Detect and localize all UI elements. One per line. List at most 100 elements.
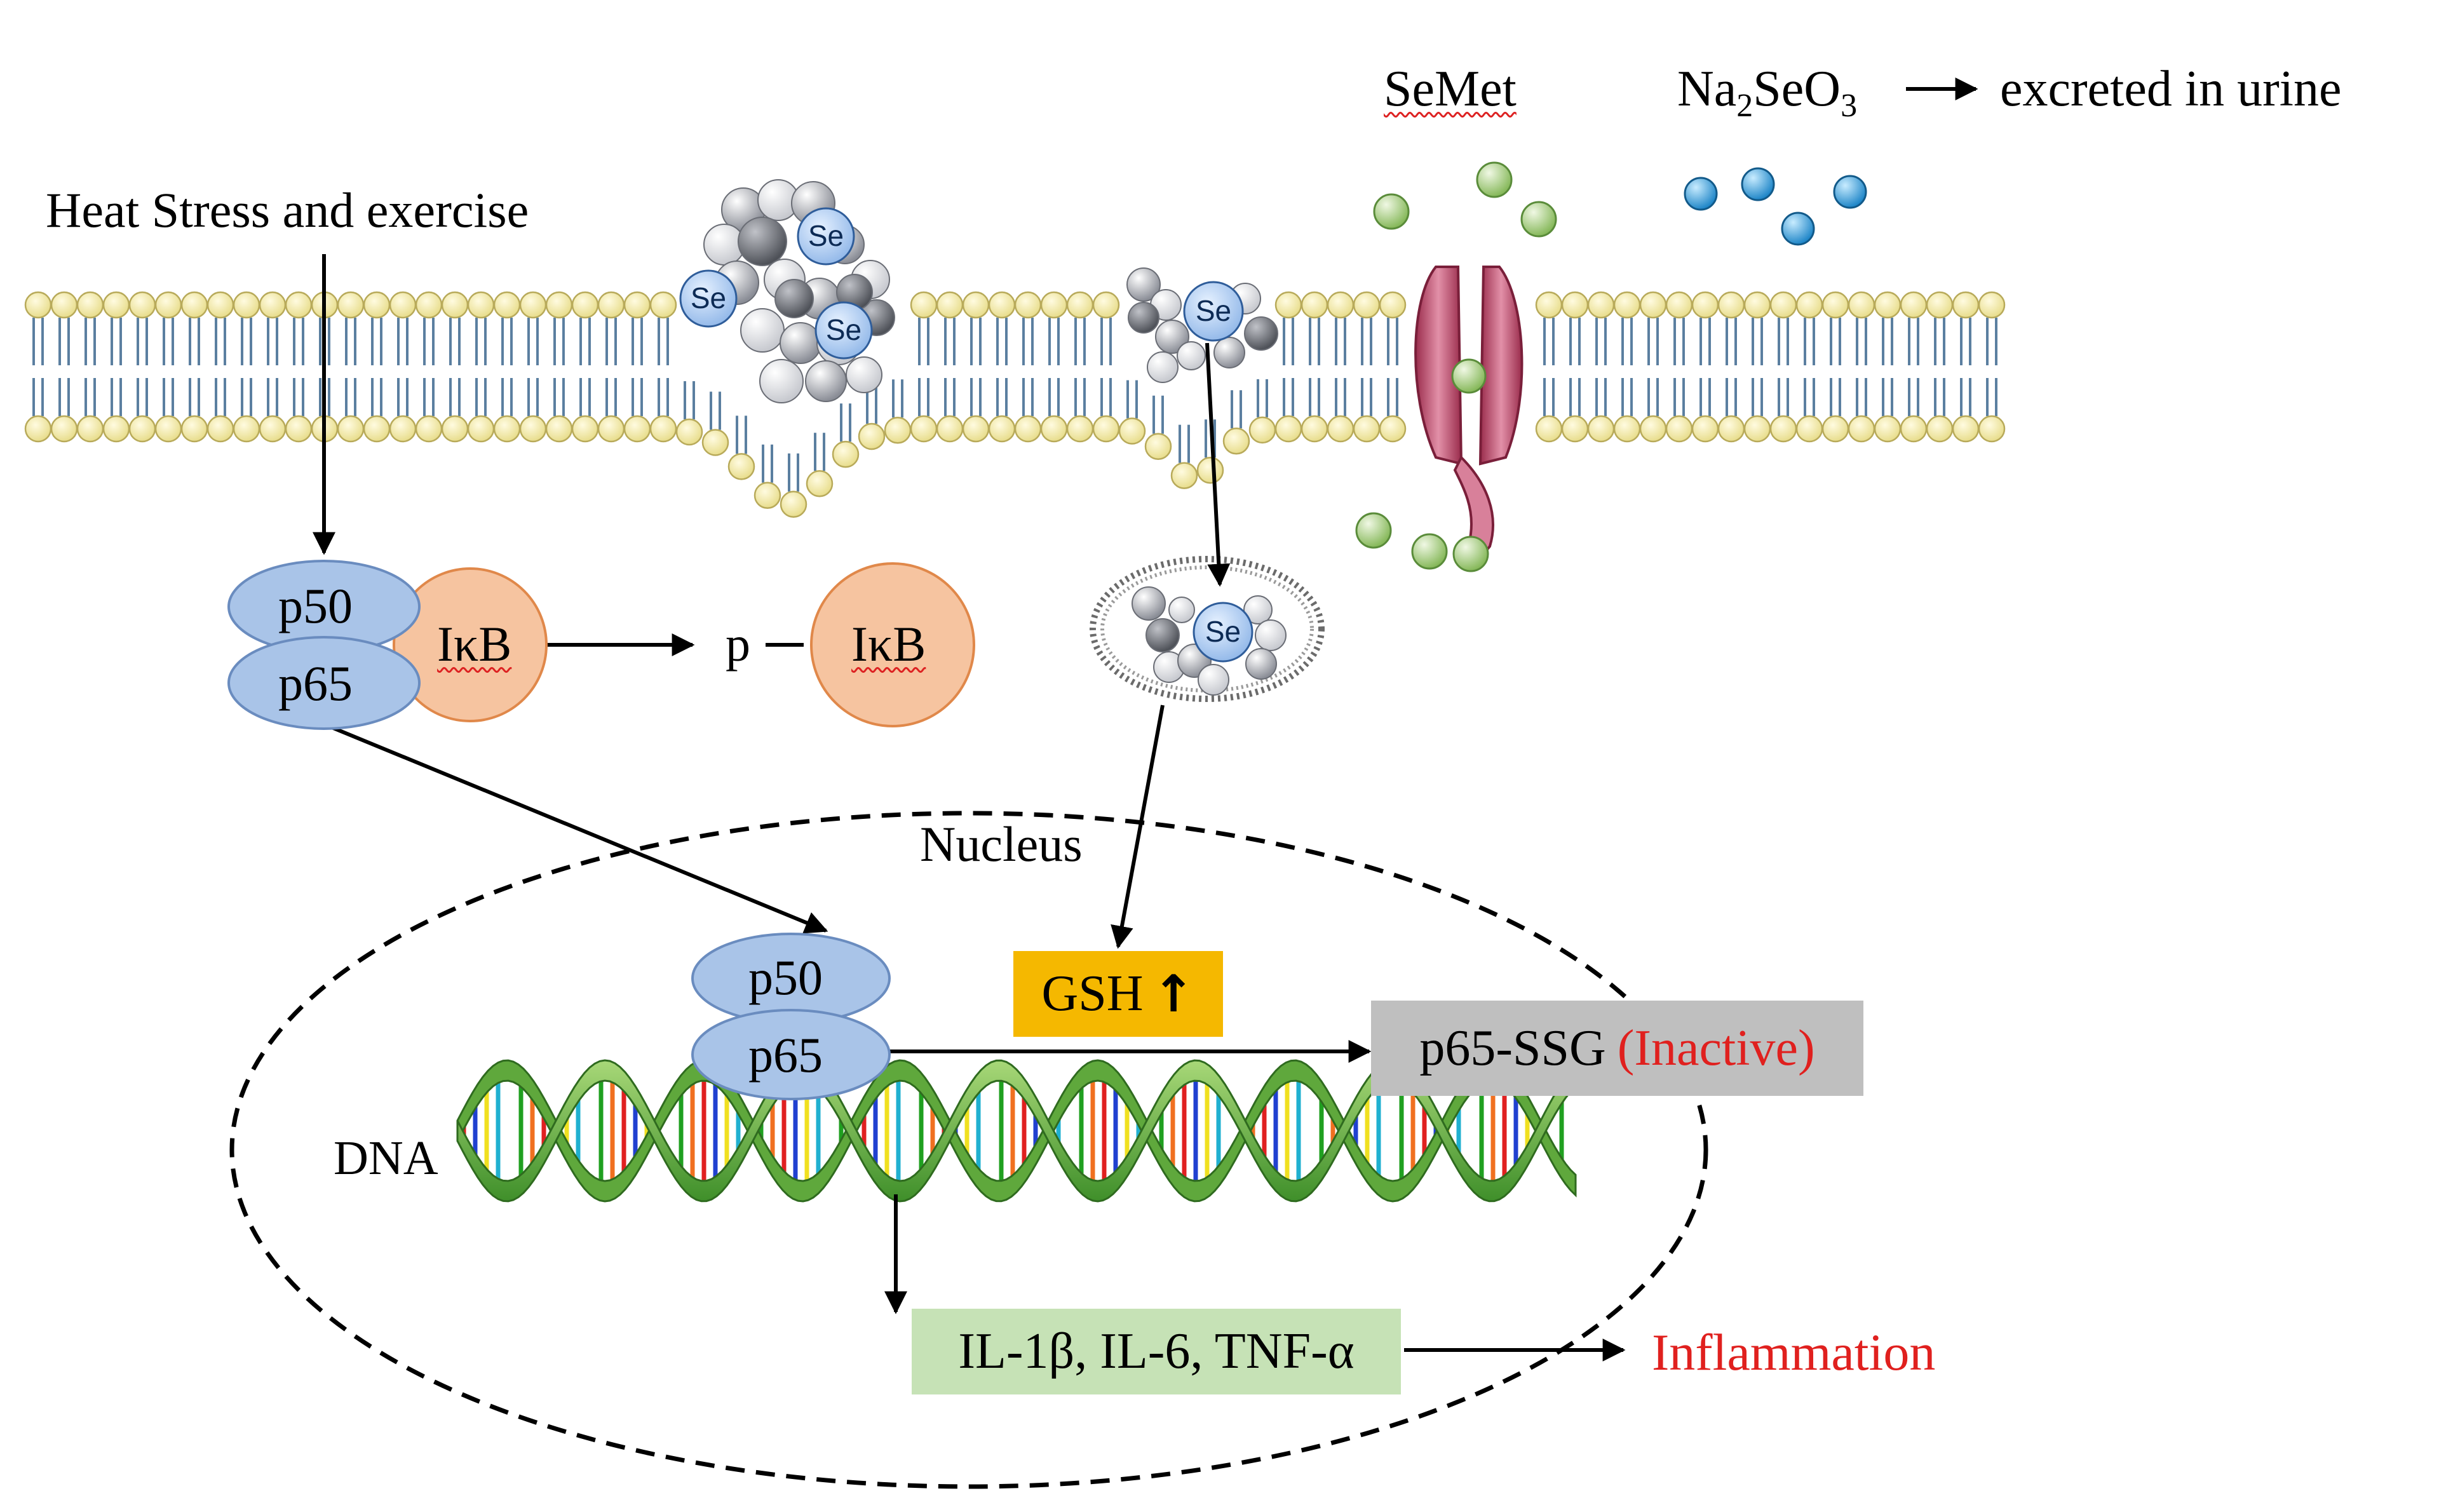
lipid-tail	[1778, 318, 1789, 365]
lipid-tail	[1908, 318, 1919, 365]
lipid-head	[1561, 291, 1589, 319]
lipid-head	[1900, 415, 1928, 443]
lipid-tail	[1778, 378, 1789, 416]
lipid-head	[1613, 291, 1641, 319]
lipid-tail	[1595, 318, 1607, 365]
lipid-head	[285, 415, 313, 443]
na2seo3-molecule	[1833, 175, 1867, 209]
lipid-head	[1014, 291, 1042, 319]
particle-sphere	[846, 356, 882, 393]
gsh-box: GSH ↑	[1013, 951, 1223, 1037]
lipid-tail	[1543, 378, 1555, 416]
lipid-head	[128, 415, 156, 443]
lipid-tail	[1960, 378, 1971, 416]
particle-sphere	[1155, 320, 1189, 354]
lipid-head	[441, 291, 469, 319]
lipid-tail	[475, 318, 487, 365]
cytokines-label: IL-1β, IL-6, TNF-α	[958, 1323, 1355, 1379]
lipid-tail	[32, 378, 44, 416]
se-label: Se	[826, 313, 862, 346]
lipid-tail	[1387, 378, 1398, 416]
lipid-tail	[1048, 378, 1060, 416]
p65-ellipse	[227, 636, 421, 730]
lipid-head	[1353, 415, 1381, 443]
lipid-head	[233, 415, 260, 443]
lipid-head	[1691, 415, 1719, 443]
lipid-head	[1118, 417, 1146, 445]
lipid-head	[1092, 415, 1120, 443]
lipid-head	[1379, 291, 1407, 319]
dna-label: DNA	[334, 1131, 438, 1185]
inactive-p65-box: p65-SSG (Inactive)	[1371, 1001, 1863, 1096]
semet-molecule	[1411, 533, 1448, 570]
nuclear-p50-label: p50	[748, 950, 823, 1005]
lipid-head	[1952, 291, 1980, 319]
lipid-head	[884, 417, 912, 444]
lipid-tail	[1283, 318, 1294, 365]
particle-sphere	[1147, 351, 1179, 383]
lipid-tail	[475, 378, 487, 416]
lipid-tail	[840, 403, 851, 442]
lipid-head	[1848, 291, 1875, 319]
lipid-head	[337, 415, 365, 443]
lipid-tail	[1179, 424, 1190, 463]
lipid-head	[675, 418, 703, 446]
lipid-head	[180, 291, 208, 319]
lipid-tail	[1621, 378, 1633, 416]
lipid-head	[1769, 291, 1797, 319]
se-sphere	[1193, 602, 1253, 663]
phospho-label: p	[726, 616, 750, 672]
lipid-tail	[111, 378, 122, 416]
lipid-tail	[137, 318, 148, 365]
ikb-circle	[393, 567, 548, 722]
lipid-head	[1327, 415, 1355, 443]
lipid-tail	[553, 378, 565, 416]
lipid-head	[467, 415, 495, 443]
lipid-tail	[1960, 318, 1971, 365]
lipid-tail	[918, 318, 929, 365]
lipid-tail	[111, 318, 122, 365]
se-sphere	[1183, 281, 1244, 342]
gsh-label: GSH	[1041, 966, 1144, 1022]
lipid-head	[832, 440, 860, 468]
free-molecules	[1355, 161, 1867, 572]
lipid-tail	[163, 378, 174, 416]
lipid-head	[206, 291, 234, 319]
lipid-tail	[1752, 318, 1763, 365]
lipid-head	[1587, 415, 1615, 443]
p65ssg-label: p65-SSG	[1419, 1020, 1606, 1076]
lipid-tail	[215, 378, 226, 416]
lipid-tail	[944, 318, 956, 365]
particle-sphere	[1126, 267, 1161, 302]
lipid-tail	[658, 318, 669, 365]
lipid-tail	[1074, 318, 1086, 365]
lipid-tail	[1830, 318, 1841, 365]
lipid-tail	[1726, 318, 1737, 365]
lipid-head	[858, 422, 886, 450]
lipid-head	[519, 415, 547, 443]
particle-sphere	[1128, 302, 1159, 334]
lipid-tail	[397, 378, 409, 416]
lipid-head	[806, 469, 834, 497]
lipid-head	[1874, 415, 1902, 443]
lipid-head	[1848, 415, 1875, 443]
nuclear-p65-label: p65	[748, 1027, 823, 1083]
lipid-tail	[579, 378, 591, 416]
lipid-tail	[319, 318, 330, 365]
na2seo3-label: Na2SeO3	[1677, 64, 1857, 123]
lipid-head	[649, 291, 677, 319]
lipid-tail	[1022, 318, 1034, 365]
lipid-tail	[1126, 380, 1138, 419]
lipid-tail	[397, 318, 409, 365]
lipid-tail	[267, 378, 278, 416]
lipid-tail	[241, 378, 252, 416]
ikb-label: IκB	[437, 616, 512, 672]
lipid-tail	[1882, 378, 1893, 416]
lipid-tail	[293, 318, 304, 365]
transport-channel	[1414, 266, 1524, 555]
nuclear-p65-ellipse	[691, 1009, 891, 1100]
lipid-tail	[84, 378, 96, 416]
lipid-tail	[1569, 318, 1581, 365]
cytokines-box: IL-1β, IL-6, TNF-α	[912, 1309, 1401, 1394]
